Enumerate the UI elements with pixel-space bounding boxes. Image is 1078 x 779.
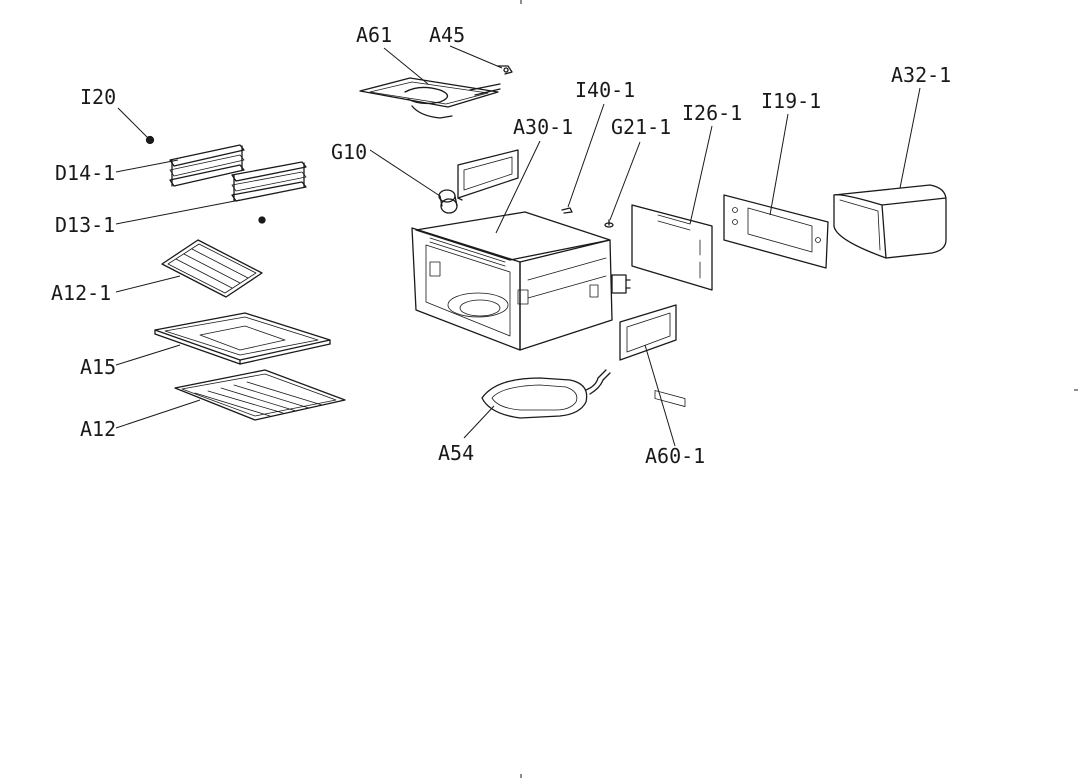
part-d13-1-shelf-rail [231,161,307,202]
part-i40-1-clip [561,207,573,214]
label-a61: A61 [356,23,392,47]
part-labels: A61 A45 I20 I40-1 A32-1 I19-1 I26-1 A30-… [51,23,951,468]
part-a32-1-outer-casing [833,184,947,259]
label-i26-1: I26-1 [682,101,742,125]
part-a60-1-window-frame [619,304,677,361]
label-a12-1: A12-1 [51,281,111,305]
part-a30-1-oven-cavity [411,211,631,351]
part-i20-screw [145,135,155,145]
part-a15-baking-tray [154,312,331,365]
label-d13-1: D13-1 [55,213,115,237]
label-i40-1: I40-1 [575,78,635,102]
label-d14-1: D14-1 [55,161,115,185]
part-a12-1-wire-rack [161,239,263,298]
part-a12-wire-rack [174,369,346,421]
part-a54-bottom-heating-element [481,369,611,419]
label-g10: G10 [331,140,367,164]
part-window-frame-upper [457,149,519,201]
label-a54: A54 [438,441,474,465]
part-screw-small [258,216,266,224]
label-g21-1: G21-1 [611,115,671,139]
part-i19-1-control-panel [723,194,829,269]
label-a60-1: A60-1 [645,444,705,468]
label-a30-1: A30-1 [513,115,573,139]
part-g21-1-clip [604,219,614,228]
part-a61-top-heating-element [359,77,501,119]
part-i26-1-panel [631,204,713,407]
label-i20: I20 [80,85,116,109]
label-a45: A45 [429,23,465,47]
leader-lines [115,45,921,447]
part-g10-lamp [438,189,458,214]
part-a45-bracket [497,65,513,75]
label-a32-1: A32-1 [891,63,951,87]
label-a12: A12 [80,417,116,441]
part-d14-1-shelf-rail [169,144,245,187]
label-i19-1: I19-1 [761,89,821,113]
label-a15: A15 [80,355,116,379]
edge-marks [520,0,1078,778]
